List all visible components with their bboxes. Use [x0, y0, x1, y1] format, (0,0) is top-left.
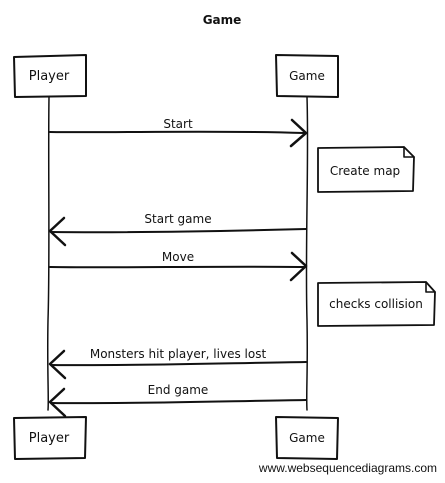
participant-player-top: Player: [13, 54, 87, 98]
message-start-game-label: Start game: [144, 212, 211, 226]
player-lifeline: [46, 96, 50, 411]
message-move-label: Move: [162, 250, 194, 264]
game-lifeline: [305, 96, 309, 411]
participant-player-top-label: Player: [29, 69, 70, 84]
message-monsters-hit-player-label: Monsters hit player, lives lost: [90, 347, 267, 361]
message-monsters-hit-player: Monsters hit player, lives lost: [48, 347, 307, 380]
participant-game-top-label: Game: [289, 69, 325, 83]
watermark-text: www.websequencediagrams.com: [258, 461, 437, 475]
participant-player-bottom-label: Player: [29, 431, 70, 446]
message-end-game-label: End game: [148, 383, 209, 397]
message-start: Start: [49, 117, 308, 148]
note-create-map-label: Create map: [330, 164, 400, 178]
participant-game-bottom: Game: [275, 416, 339, 460]
note-create-map: Create map: [317, 146, 415, 193]
message-end-game: End game: [48, 383, 307, 418]
message-start-game: Start game: [48, 212, 307, 247]
participant-game-bottom-label: Game: [289, 431, 325, 445]
participant-player-bottom: Player: [13, 416, 87, 460]
note-checks-collision-label: checks collision: [329, 297, 423, 311]
note-checks-collision: checks collision: [317, 281, 436, 327]
message-move: Move: [49, 250, 308, 282]
message-start-label: Start: [163, 117, 193, 131]
participant-game-top: Game: [275, 54, 339, 98]
diagram-title: Game: [203, 13, 242, 27]
